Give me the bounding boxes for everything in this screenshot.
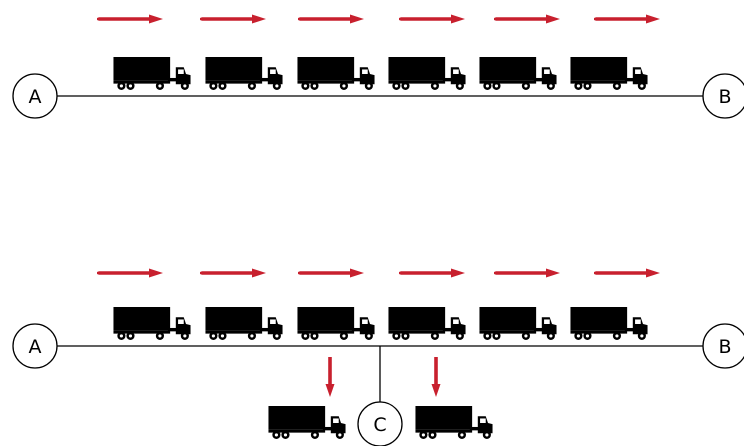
flow-arrow (494, 268, 560, 278)
flow-arrow (594, 268, 660, 278)
truck-icon (570, 307, 648, 340)
top-trucks (113, 57, 648, 90)
flow-arrow (97, 268, 163, 278)
truck-icon (570, 57, 648, 90)
flow-arrow (399, 14, 465, 24)
truck-icon (388, 57, 466, 90)
node-b: B (702, 323, 744, 369)
node-label: B (718, 336, 731, 358)
node-c: C (357, 401, 403, 446)
truck-icon (297, 307, 375, 340)
flow-arrow (298, 268, 364, 278)
node-a: A (12, 73, 58, 119)
top-panel: A B (12, 14, 744, 119)
truck-icon (388, 307, 466, 340)
flow-arrow (200, 14, 266, 24)
bottom-arrows (97, 268, 660, 278)
truck-icon (479, 57, 557, 90)
node-b: B (702, 73, 744, 119)
truck-icon (415, 406, 493, 439)
node-label: C (373, 414, 386, 436)
truck-icon (205, 57, 283, 90)
diverted-arrows (325, 357, 441, 397)
node-label: A (29, 86, 42, 108)
truck-icon (113, 307, 191, 340)
flow-arrow (399, 268, 465, 278)
truck-icon (268, 406, 346, 439)
diversion-arrow (325, 357, 335, 397)
bottom-trucks (113, 307, 648, 340)
diversion-arrow (431, 357, 441, 397)
truck-icon (297, 57, 375, 90)
node-a: A (12, 323, 58, 369)
truck-icon (205, 307, 283, 340)
top-arrows (97, 14, 660, 24)
truck-icon (479, 307, 557, 340)
flow-arrow (594, 14, 660, 24)
truck-icon (113, 57, 191, 90)
bottom-panel: A B C (12, 268, 744, 446)
node-label: B (718, 86, 731, 108)
flow-arrow (200, 268, 266, 278)
flow-arrow (494, 14, 560, 24)
flow-arrow (298, 14, 364, 24)
flow-arrow (97, 14, 163, 24)
node-label: A (29, 336, 42, 358)
